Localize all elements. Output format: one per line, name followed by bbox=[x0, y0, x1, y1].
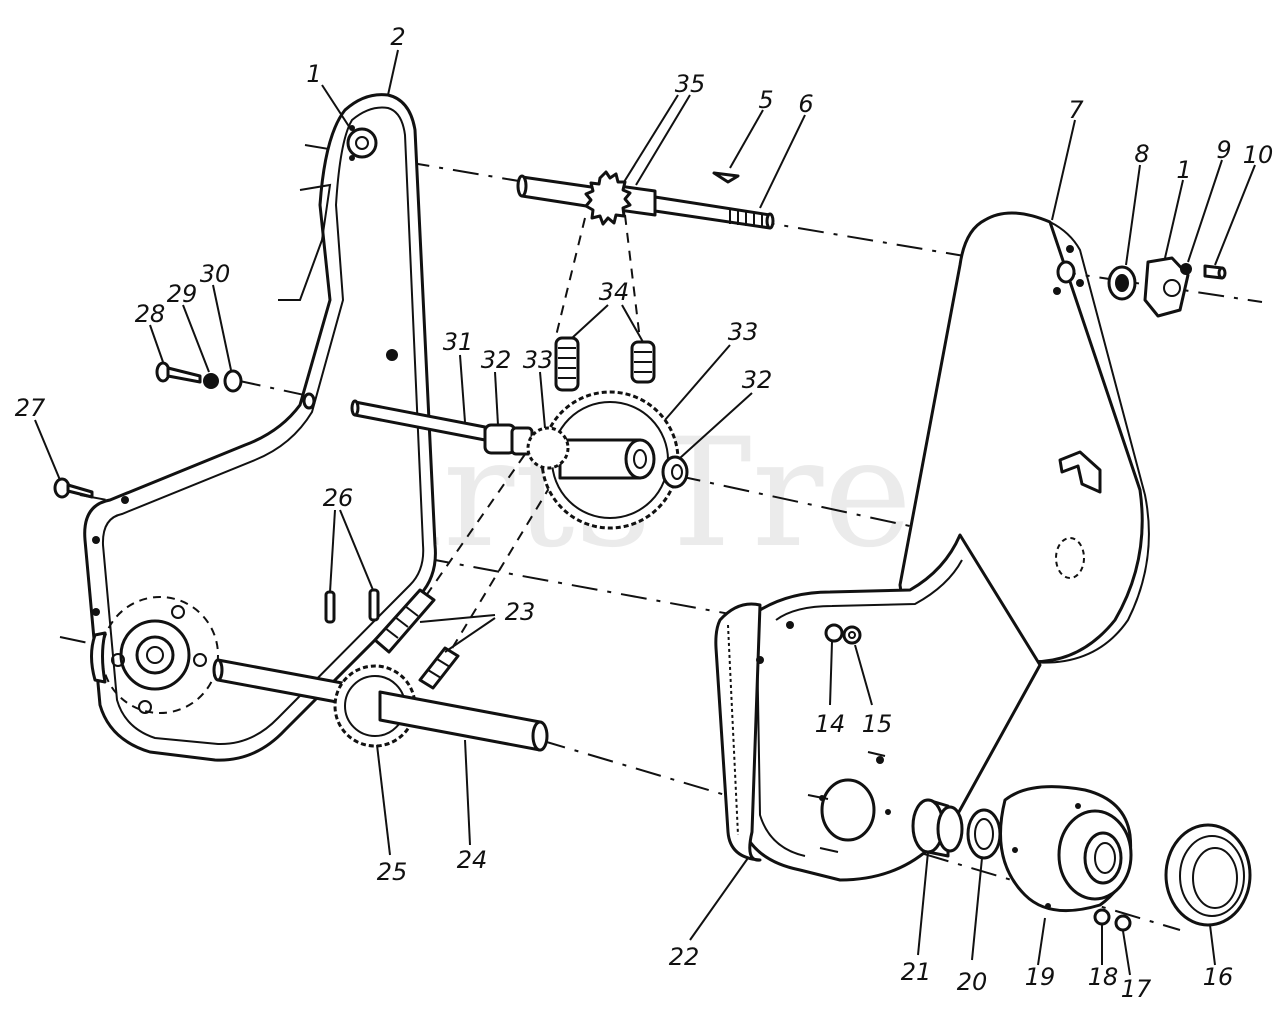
left-hardware bbox=[53, 361, 316, 499]
callout-23: 23 bbox=[505, 598, 536, 626]
callout-25: 25 bbox=[377, 858, 408, 886]
callout-29: 29 bbox=[167, 280, 198, 308]
output-seal-stack bbox=[807, 751, 1252, 932]
callout-10: 10 bbox=[1243, 141, 1274, 169]
callout-32-right: 32 bbox=[742, 366, 773, 394]
callout-labels: 1 2 35 5 6 7 8 1 9 10 34 28 29 30 31 32 … bbox=[15, 23, 1274, 1003]
callout-26: 26 bbox=[323, 484, 354, 512]
callout-27: 27 bbox=[15, 394, 46, 422]
callout-18: 18 bbox=[1088, 963, 1119, 991]
callout-30: 30 bbox=[200, 260, 231, 288]
callout-17: 17 bbox=[1121, 975, 1152, 1003]
callout-14: 14 bbox=[815, 710, 846, 738]
middle-shaft-assembly bbox=[350, 390, 689, 530]
callout-28: 28 bbox=[135, 300, 166, 328]
upper-shaft-assembly bbox=[516, 170, 775, 230]
callout-22: 22 bbox=[669, 943, 700, 971]
leader-lines bbox=[34, 49, 1256, 976]
callout-35: 35 bbox=[675, 70, 706, 98]
callout-32: 32 bbox=[481, 346, 512, 374]
callout-31: 31 bbox=[443, 328, 474, 356]
callout-1-right: 1 bbox=[1176, 156, 1191, 184]
right-hardware bbox=[824, 256, 1227, 645]
callout-5: 5 bbox=[758, 86, 773, 114]
callout-33: 33 bbox=[523, 346, 554, 374]
callout-34: 34 bbox=[599, 278, 630, 306]
callout-8: 8 bbox=[1134, 140, 1149, 168]
left-chain-case bbox=[83, 93, 437, 762]
callout-9: 9 bbox=[1216, 136, 1231, 164]
callout-6: 6 bbox=[798, 90, 813, 118]
lower-shaft-assembly bbox=[212, 588, 549, 752]
callout-16: 16 bbox=[1203, 963, 1234, 991]
callout-7: 7 bbox=[1068, 96, 1084, 124]
drive-chains bbox=[373, 336, 656, 690]
callout-1: 1 bbox=[306, 60, 321, 88]
callout-24: 24 bbox=[457, 846, 488, 874]
callout-15: 15 bbox=[862, 710, 893, 738]
callout-2: 2 bbox=[390, 23, 405, 51]
callout-33-right: 33 bbox=[728, 318, 759, 346]
right-chain-case bbox=[714, 211, 1150, 882]
callout-19: 19 bbox=[1025, 963, 1056, 991]
callout-21: 21 bbox=[901, 958, 932, 986]
callout-20: 20 bbox=[957, 968, 988, 996]
